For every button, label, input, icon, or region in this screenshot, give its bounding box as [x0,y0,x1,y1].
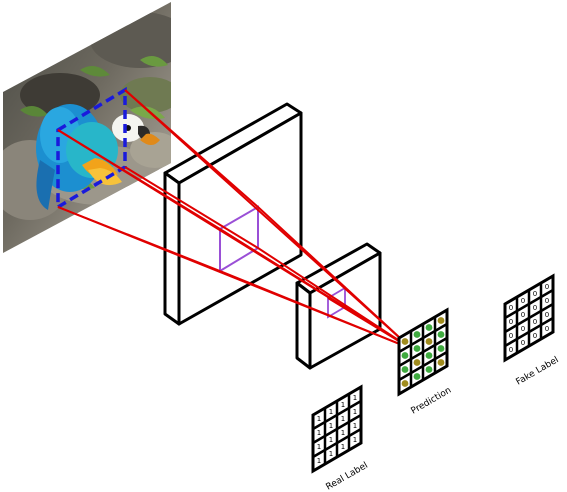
real-label-cell: 1 [317,443,321,451]
fake-label-cell: 0 [533,332,537,340]
real-label-cell: 1 [341,429,345,437]
prediction-dot [437,345,445,352]
real-label-caption: Real Label [325,461,370,492]
fake-label-cell: 0 [509,318,513,326]
conv-block-2 [295,242,382,370]
prediction-dot [437,331,445,338]
fake-label-cell: 0 [509,346,513,354]
svg-text:Prediction: Prediction [410,386,454,417]
fake-label-cell: 0 [521,339,525,347]
real-label-cell: 1 [329,450,333,458]
fake-label-cell: 0 [533,290,537,298]
real-label-cell: 1 [317,429,321,437]
real-label-cell: 1 [353,436,357,444]
fake-label-cell: 0 [533,304,537,312]
prediction-dot [425,366,433,373]
real-label-cell: 1 [317,415,321,423]
prediction-dot [437,359,445,366]
receptive-field-lines [57,89,413,350]
real-label-cell: 1 [353,394,357,402]
fake-label-cell: 0 [545,325,549,333]
prediction-dot [401,366,409,373]
real-label-cell: 1 [341,401,345,409]
real-label-cell: 1 [341,443,345,451]
svg-text:Real Label: Real Label [325,461,370,492]
fake-label-cell: 0 [521,297,525,305]
fake-label-cell: 0 [533,318,537,326]
prediction-dot [425,324,433,331]
real-label-cell: 1 [353,422,357,430]
fake-label-caption: Fake Label [515,355,561,387]
fake-label-cell: 0 [545,311,549,319]
fake-label-cell: 0 [521,325,525,333]
prediction-dot [413,359,421,366]
prediction-dot [413,331,421,338]
real-label-cell: 1 [329,422,333,430]
svg-text:Fake Label: Fake Label [515,355,561,387]
real-label-cell: 1 [329,436,333,444]
input-image [3,2,171,253]
prediction-dot [425,352,433,359]
fake-label-cell: 0 [521,311,525,319]
fake-label-cell: 0 [509,332,513,340]
prediction-caption: Prediction [410,386,454,417]
prediction-grid [397,307,449,397]
real-label-cell: 1 [353,408,357,416]
fake-label-cell: 0 [545,297,549,305]
real-label-cell: 1 [341,415,345,423]
fake-label-cell: 0 [545,283,549,291]
prediction-dot [401,338,409,345]
real-label-cell: 1 [317,457,321,465]
prediction-dot [401,380,409,387]
real-label-cell: 1 [329,408,333,416]
prediction-dot [437,317,445,324]
prediction-dot [401,352,409,359]
prediction-dot [425,338,433,345]
fake-label-cell: 0 [509,304,513,312]
prediction-dot [413,373,421,380]
prediction-dot [413,345,421,352]
conv-block-1 [163,102,303,326]
